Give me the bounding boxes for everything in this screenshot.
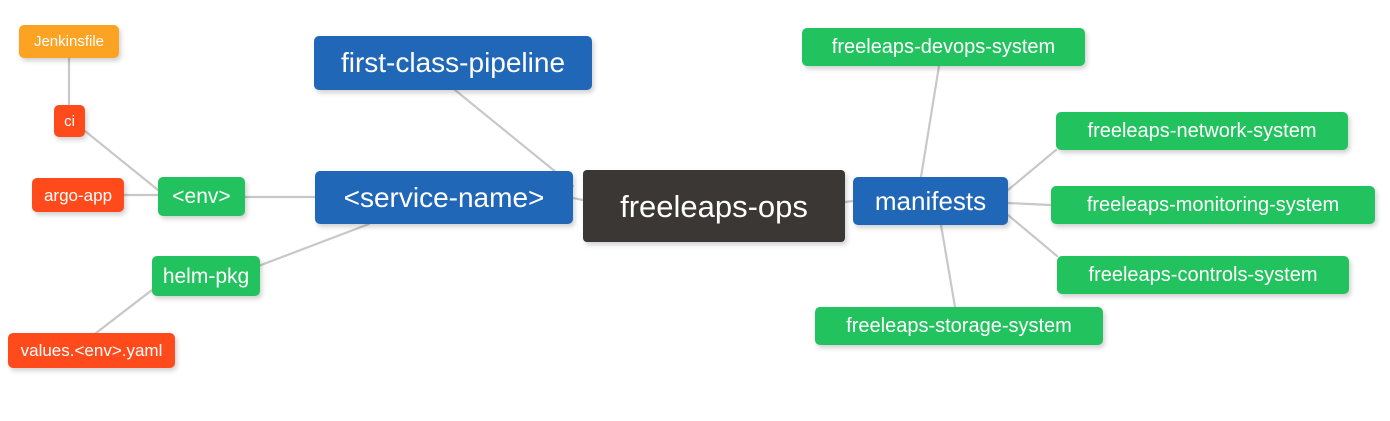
node-ci[interactable]: ci xyxy=(54,105,85,137)
node-label-values-yaml: values.<env>.yaml xyxy=(20,341,163,360)
node-argo-app[interactable]: argo-app xyxy=(32,178,124,212)
node-label-manifests: manifests xyxy=(874,186,987,216)
node-freeleaps-controls-system[interactable]: freeleaps-controls-system xyxy=(1057,256,1349,294)
node-freeleaps-devops-system[interactable]: freeleaps-devops-system xyxy=(802,28,1085,66)
node-freeleaps-monitoring-system[interactable]: freeleaps-monitoring-system xyxy=(1051,186,1375,224)
node-values-yaml[interactable]: values.<env>.yaml xyxy=(8,333,175,368)
node-label-service-name: <service-name> xyxy=(343,181,545,213)
node-label-freeleaps-storage-system: freeleaps-storage-system xyxy=(846,315,1072,337)
node-label-ci: ci xyxy=(64,112,75,130)
node-first-class-pipeline[interactable]: first-class-pipeline xyxy=(314,36,592,90)
node-label-first-class-pipeline: first-class-pipeline xyxy=(340,47,566,78)
node-manifests[interactable]: manifests xyxy=(853,177,1008,225)
node-freeleaps-storage-system[interactable]: freeleaps-storage-system xyxy=(815,307,1103,345)
node-label-argo-app: argo-app xyxy=(43,185,113,205)
node-service-name[interactable]: <service-name> xyxy=(315,171,573,224)
node-helm-pkg[interactable]: helm-pkg xyxy=(152,256,260,296)
node-label-freeleaps-network-system: freeleaps-network-system xyxy=(1087,120,1317,142)
node-jenkinsfile[interactable]: Jenkinsfile xyxy=(19,25,119,58)
node-label-helm-pkg: helm-pkg xyxy=(162,264,250,288)
node-label-jenkinsfile: Jenkinsfile xyxy=(33,33,105,50)
node-label-freeleaps-ops: freeleaps-ops xyxy=(620,188,808,224)
node-label-freeleaps-devops-system: freeleaps-devops-system xyxy=(831,36,1056,58)
node-label-freeleaps-monitoring-system: freeleaps-monitoring-system xyxy=(1086,194,1340,216)
node-env[interactable]: <env> xyxy=(158,177,245,216)
node-freeleaps-ops[interactable]: freeleaps-ops xyxy=(583,170,845,242)
node-label-freeleaps-controls-system: freeleaps-controls-system xyxy=(1088,264,1318,286)
node-label-env: <env> xyxy=(172,185,231,208)
node-freeleaps-network-system[interactable]: freeleaps-network-system xyxy=(1056,112,1348,150)
